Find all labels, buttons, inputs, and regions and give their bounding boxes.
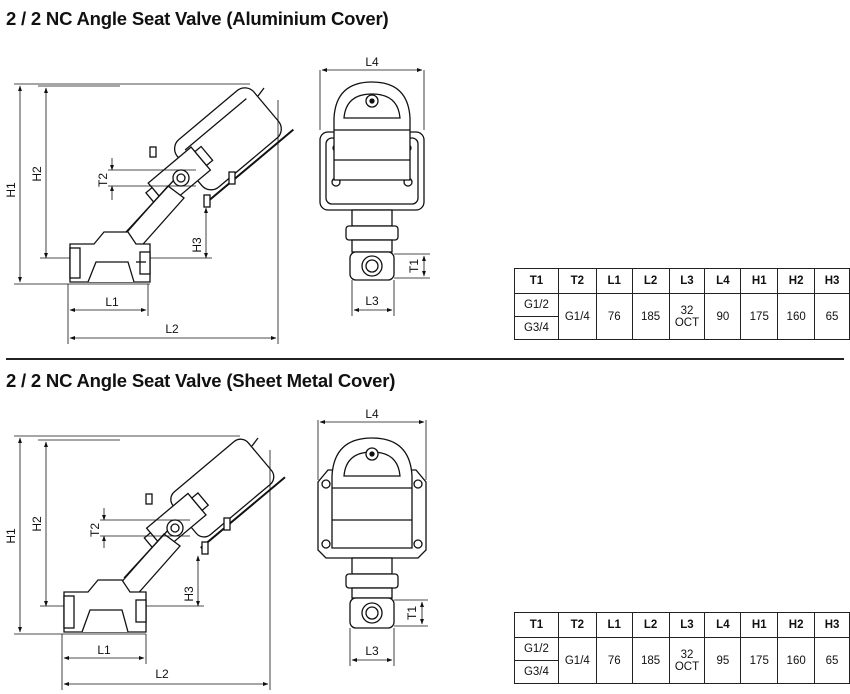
section-title-sheet-metal: 2 / 2 NC Angle Seat Valve (Sheet Metal C… bbox=[6, 370, 396, 391]
cell-h1: 175 bbox=[740, 293, 779, 340]
dim-label-l3-aluminium: L3 bbox=[365, 294, 379, 308]
cell-l3-unit: OCT bbox=[674, 316, 700, 329]
cell-l2: 185 bbox=[631, 637, 670, 684]
header-l3: L3 bbox=[668, 268, 706, 294]
header-t2: T2 bbox=[557, 612, 597, 638]
dim-label-h2-aluminium: H2 bbox=[30, 166, 44, 182]
cell-t1-b: G3/4 bbox=[514, 316, 559, 340]
cell-h3: 65 bbox=[814, 293, 850, 340]
dimension-lines-front-sheet-metal bbox=[317, 420, 428, 666]
header-t2: T2 bbox=[557, 268, 597, 294]
dimension-lines-front-aluminium bbox=[319, 68, 430, 316]
cell-l3-unit: OCT bbox=[674, 660, 700, 673]
dimension-lines-side-sheet-metal bbox=[14, 435, 271, 690]
dimension-lines-side-aluminium bbox=[14, 83, 279, 344]
cell-l1: 76 bbox=[595, 637, 633, 684]
valve-side-view-sheet-metal bbox=[63, 437, 286, 633]
dim-label-l2-sheet-metal: L2 bbox=[155, 667, 169, 681]
cell-t2: G1/4 bbox=[557, 293, 597, 340]
dim-label-l2-aluminium: L2 bbox=[165, 322, 179, 336]
dim-label-h1-aluminium: H1 bbox=[4, 182, 18, 198]
cell-l3-value: 32 bbox=[680, 648, 694, 661]
header-h3: H3 bbox=[814, 268, 850, 294]
dim-label-l4-sheet-metal: L4 bbox=[365, 407, 379, 421]
header-l2: L2 bbox=[631, 612, 670, 638]
dim-label-l3-sheet-metal: L3 bbox=[365, 644, 379, 658]
valve-front-view-aluminium bbox=[319, 81, 425, 281]
dim-label-t2-aluminium: T2 bbox=[96, 173, 110, 187]
dim-label-t2-sheet-metal: T2 bbox=[88, 523, 102, 537]
cell-l3-value: 32 bbox=[680, 304, 694, 317]
table-row: G3/4 bbox=[514, 660, 850, 684]
cell-l1: 76 bbox=[595, 293, 633, 340]
spec-table-sheet-metal: T1 T2 L1 L2 L3 L4 H1 H2 H3 G1/2 G1/4 76 … bbox=[514, 612, 850, 684]
dim-label-l1-sheet-metal: L1 bbox=[97, 643, 111, 657]
header-l2: L2 bbox=[631, 268, 670, 294]
dim-label-l4-aluminium: L4 bbox=[365, 55, 379, 69]
dim-label-t1-aluminium: T1 bbox=[407, 259, 421, 273]
table-header-row: T1 T2 L1 L2 L3 L4 H1 H2 H3 bbox=[514, 268, 850, 294]
cell-h3: 65 bbox=[814, 637, 850, 684]
dim-label-h2-sheet-metal: H2 bbox=[30, 516, 44, 532]
dim-label-h3-sheet-metal: H3 bbox=[182, 586, 196, 602]
dim-label-h3-aluminium: H3 bbox=[190, 237, 204, 253]
dim-label-t1-sheet-metal: T1 bbox=[405, 606, 419, 620]
header-l1: L1 bbox=[595, 268, 633, 294]
cell-l4: 95 bbox=[704, 637, 742, 684]
cell-t2: G1/4 bbox=[557, 637, 597, 684]
section-title-aluminium: 2 / 2 NC Angle Seat Valve (Aluminium Cov… bbox=[6, 8, 389, 29]
header-h2: H2 bbox=[777, 612, 816, 638]
table-row: G3/4 bbox=[514, 316, 850, 340]
header-l4: L4 bbox=[704, 268, 742, 294]
header-h2: H2 bbox=[777, 268, 816, 294]
cell-l4: 90 bbox=[704, 293, 742, 340]
dim-label-l1-aluminium: L1 bbox=[105, 295, 119, 309]
cell-h2: 160 bbox=[777, 293, 816, 340]
valve-front-view-sheet-metal bbox=[317, 437, 427, 629]
table-header-row: T1 T2 L1 L2 L3 L4 H1 H2 H3 bbox=[514, 612, 850, 638]
cell-t1-a: G1/2 bbox=[514, 293, 559, 317]
spec-table-aluminium: T1 T2 L1 L2 L3 L4 H1 H2 H3 G1/2 G1/4 76 … bbox=[514, 268, 850, 340]
header-h1: H1 bbox=[740, 612, 779, 638]
cell-t1-a: G1/2 bbox=[514, 637, 559, 661]
cell-h1: 175 bbox=[740, 637, 779, 684]
header-t1: T1 bbox=[514, 268, 559, 294]
section-divider bbox=[6, 358, 844, 360]
header-l1: L1 bbox=[595, 612, 633, 638]
cell-t1-b: G3/4 bbox=[514, 660, 559, 684]
dim-label-h1-sheet-metal: H1 bbox=[4, 528, 18, 544]
header-h1: H1 bbox=[740, 268, 779, 294]
header-t1: T1 bbox=[514, 612, 559, 638]
header-l4: L4 bbox=[704, 612, 742, 638]
header-h3: H3 bbox=[814, 612, 850, 638]
valve-side-view-aluminium bbox=[69, 87, 294, 283]
header-l3: L3 bbox=[668, 612, 706, 638]
cell-l2: 185 bbox=[631, 293, 670, 340]
cell-h2: 160 bbox=[777, 637, 816, 684]
